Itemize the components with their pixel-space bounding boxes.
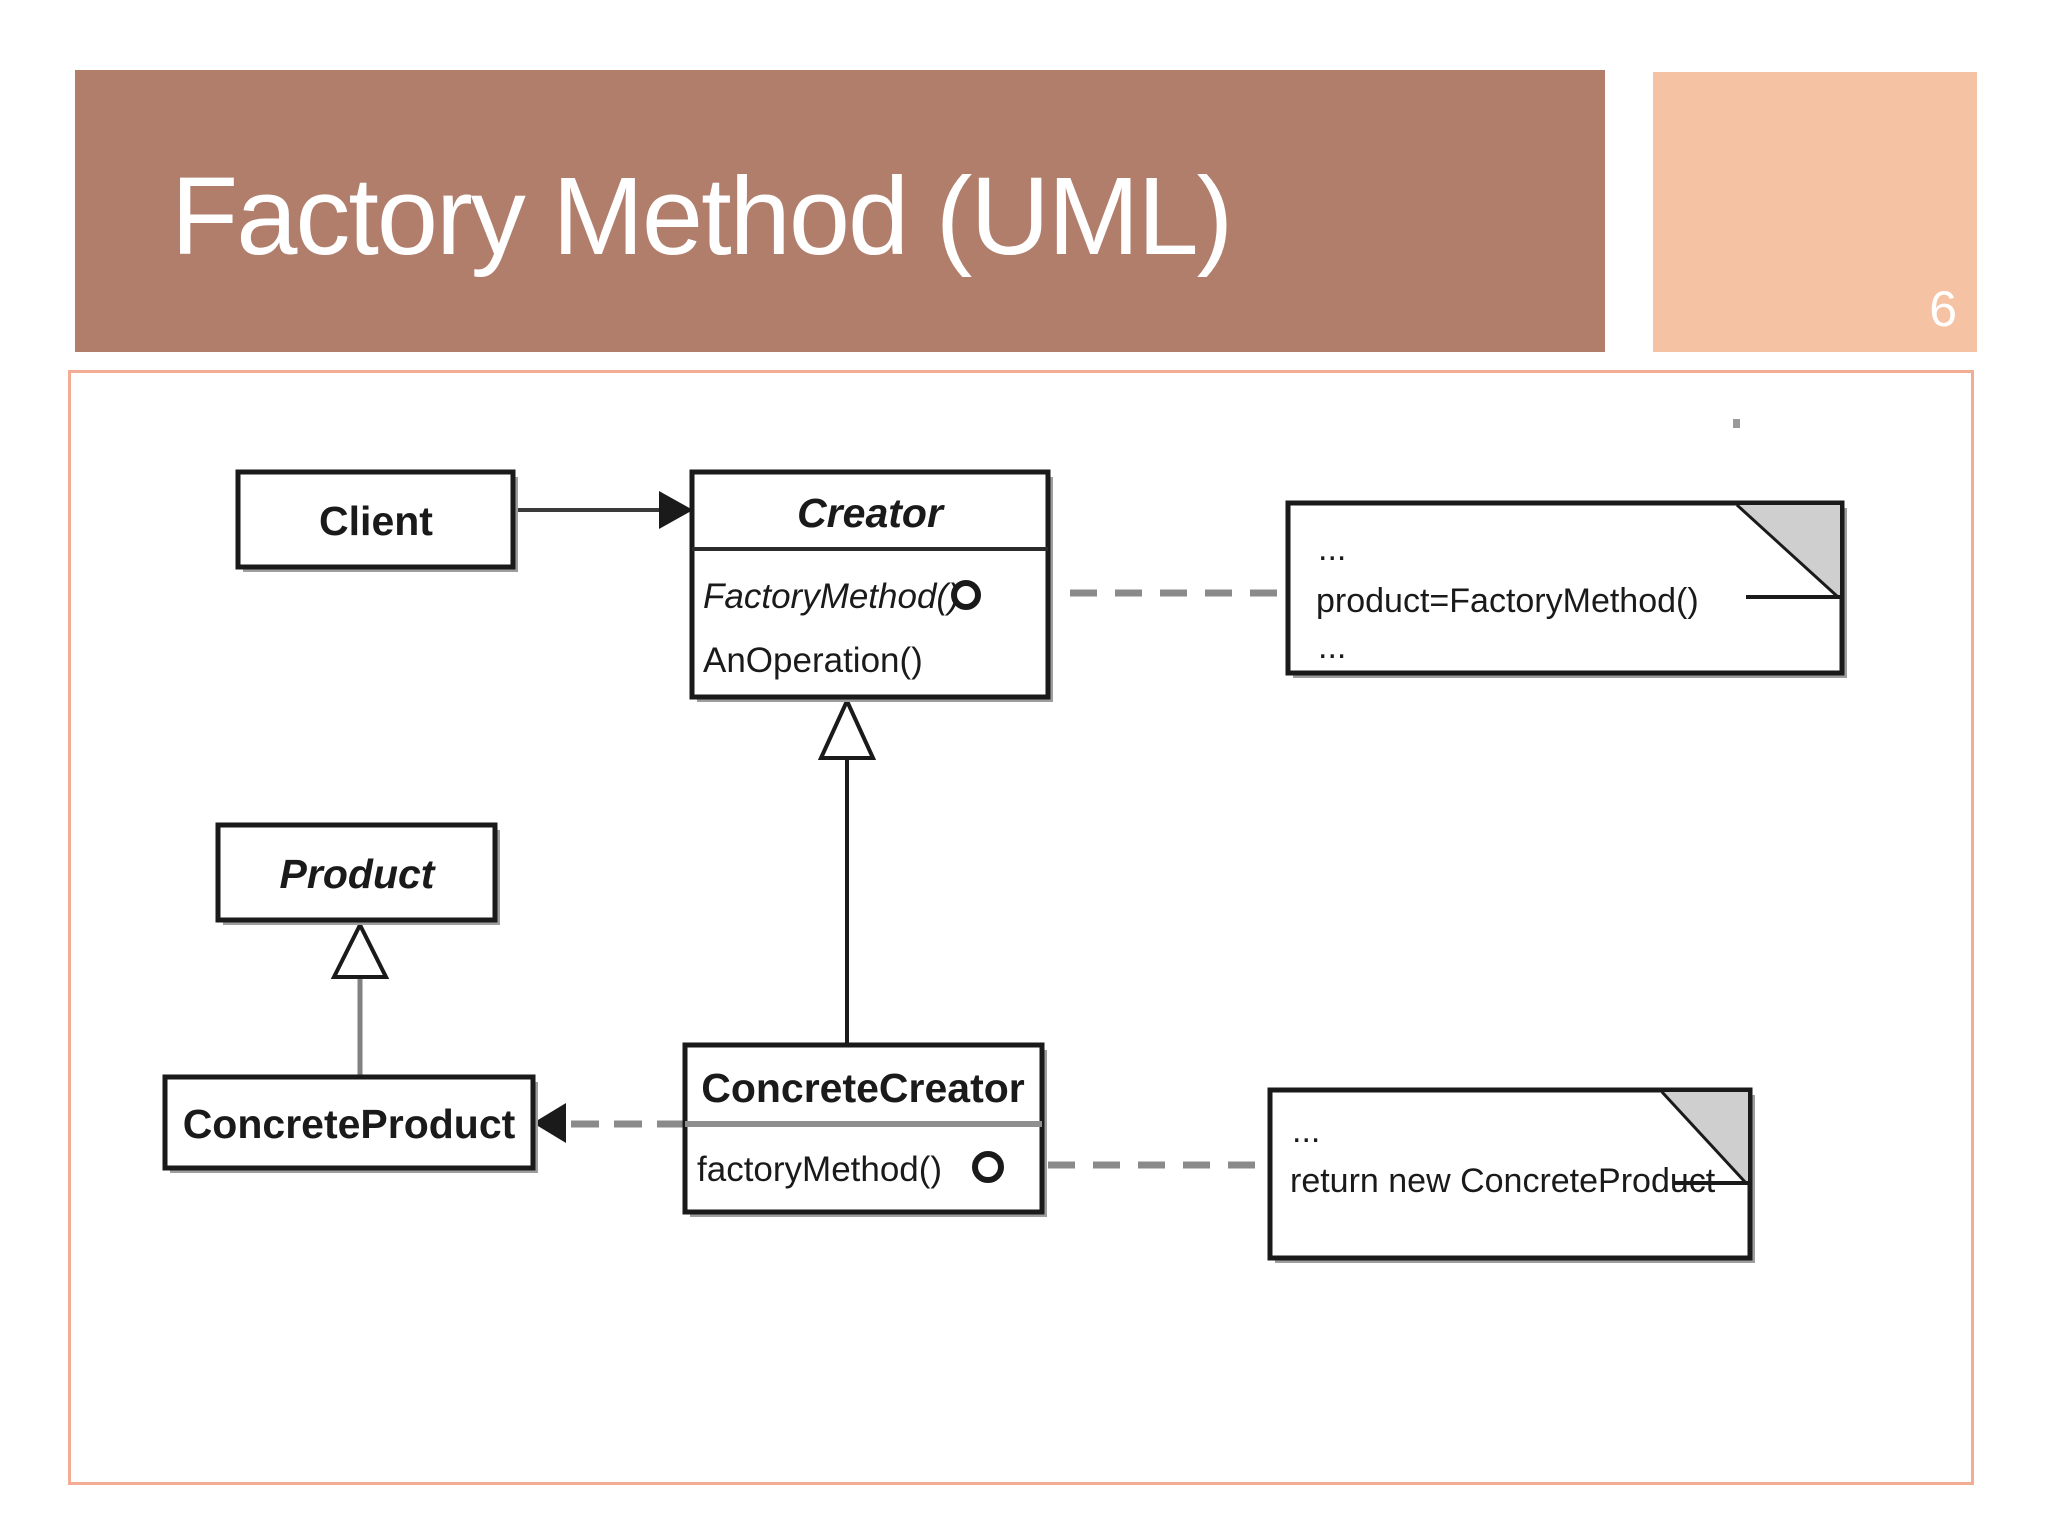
creator-note-line2: product=FactoryMethod() <box>1316 582 1699 620</box>
client-box-border <box>235 469 516 570</box>
creator-method-factorymethod: FactoryMethod() <box>703 577 960 616</box>
concrete-creator-box-border <box>682 1042 1045 1215</box>
concrete-creator-class-name: ConcreteCreator <box>701 1065 1025 1111</box>
concrete-creator-note-line2: return new ConcreteProduct <box>1290 1162 1716 1200</box>
client-class-box: Client <box>235 469 518 572</box>
concrete-creator-method-factorymethod: factoryMethod() <box>697 1150 942 1189</box>
creator-note-line3: ... <box>1318 628 1346 666</box>
lollipop-circle-icon-concrete-creator <box>972 1151 1004 1183</box>
stray-dot <box>1733 419 1740 428</box>
concrete-creator-note-fold-diagonal <box>1660 1090 1748 1185</box>
product-box-border <box>215 822 498 923</box>
generalization-triangle-icon-product <box>330 920 390 979</box>
slide-title-bar: Factory Method (UML) <box>75 70 1605 352</box>
client-class-name: Client <box>319 498 433 544</box>
association-arrowhead-icon <box>659 491 693 529</box>
concrete-creator-note-box: ... return new ConcreteProduct <box>1267 1087 1755 1263</box>
concrete-creator-note-line1: ... <box>1292 1112 1320 1150</box>
concrete-product-class-box: ConcreteProduct <box>162 1074 538 1173</box>
creator-note-border <box>1285 500 1845 676</box>
page-number: 6 <box>1929 281 1957 337</box>
creator-note-line1: ... <box>1318 530 1346 568</box>
creator-box-border <box>689 469 1051 700</box>
concrete-creator-note-border <box>1267 1087 1753 1261</box>
creator-class-name: Creator <box>797 490 945 536</box>
concrete-product-box-border <box>162 1074 536 1171</box>
concrete-creator-class-box: ConcreteCreator factoryMethod() <box>682 1042 1047 1217</box>
creator-note-fold-diagonal <box>1735 503 1840 599</box>
creator-note-box: ... product=FactoryMethod() ... <box>1285 500 1847 678</box>
dependency-arrowhead-icon <box>533 1103 566 1143</box>
page-number-tab: 6 <box>1653 72 1977 352</box>
creator-method-anoperation: AnOperation() <box>703 641 923 680</box>
concrete-product-class-name: ConcreteProduct <box>183 1101 516 1147</box>
product-class-box: Product <box>215 822 500 925</box>
generalization-triangle-icon-creator <box>817 696 877 760</box>
lollipop-circle-icon-creator <box>951 580 981 610</box>
slide-title: Factory Method (UML) <box>171 154 1233 278</box>
creator-class-box: Creator FactoryMethod() AnOperation() <box>689 469 1053 702</box>
product-class-name: Product <box>280 851 437 897</box>
